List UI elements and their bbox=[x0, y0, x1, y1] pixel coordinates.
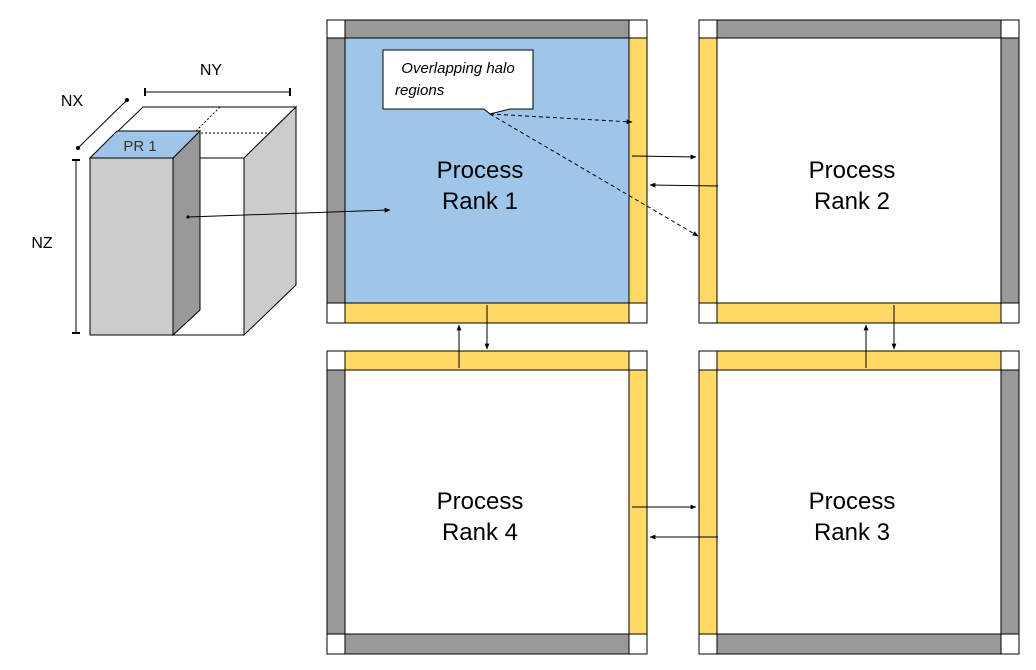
rank-4-block: Process Rank 4 bbox=[326, 350, 648, 655]
rank-4-corner bbox=[628, 350, 648, 371]
rank-1-halo-top bbox=[344, 19, 630, 39]
rank-2-label-line2: Rank 2 bbox=[814, 188, 890, 215]
rank-4-interior bbox=[344, 369, 630, 635]
rank-1-halo-right bbox=[628, 37, 648, 304]
pr1-column-side bbox=[172, 129, 201, 337]
nx-dimension-line bbox=[77, 99, 128, 149]
callout-line2: regions bbox=[395, 82, 445, 99]
rank-4-halo-left bbox=[326, 369, 346, 635]
callout-bubble bbox=[382, 49, 534, 115]
rank-2-halo-top bbox=[716, 19, 1002, 39]
rank-2-corner bbox=[1000, 19, 1020, 39]
exchange-arrow bbox=[631, 154, 697, 160]
rank-3-corner bbox=[698, 633, 718, 655]
cube-top-dashed-line bbox=[195, 106, 221, 132]
halo-callout: Overlapping halo regions bbox=[382, 49, 699, 237]
rank-3-corner bbox=[1000, 633, 1020, 655]
callout-pointer bbox=[489, 113, 699, 237]
rank-4-halo-right bbox=[628, 369, 648, 635]
rank-2-halo-left bbox=[698, 37, 718, 304]
exchange-arrow bbox=[649, 182, 719, 188]
nx-label: NX bbox=[61, 93, 84, 110]
rank-1-halo-left bbox=[326, 37, 346, 304]
rank-3-block: Process Rank 3 bbox=[698, 350, 1020, 655]
ny-label: NY bbox=[200, 62, 223, 79]
rank-1-corner bbox=[326, 19, 346, 39]
callout-pointer bbox=[489, 113, 633, 125]
domain-cube: PR 1 NY NX NZ bbox=[31, 62, 298, 337]
rank-3-halo-right bbox=[1000, 369, 1020, 635]
rank-3-corner bbox=[1000, 350, 1020, 371]
rank-4-corner bbox=[628, 633, 648, 655]
rank-2-label-line1: Process bbox=[809, 157, 896, 184]
rank-4-corner bbox=[326, 350, 346, 371]
rank-4-label-line2: Rank 4 bbox=[442, 519, 518, 546]
rank-4-label-line1: Process bbox=[437, 488, 524, 515]
rank-4-halo-bottom bbox=[344, 633, 630, 655]
pr1-to-rank1-arrow bbox=[186, 207, 391, 219]
nz-label: NZ bbox=[31, 235, 53, 252]
rank-3-halo-left bbox=[698, 369, 718, 635]
rank-2-corner bbox=[698, 302, 718, 324]
rank-3-halo-top bbox=[716, 350, 1002, 371]
rank-4-corner bbox=[326, 633, 346, 655]
rank-1-corner bbox=[628, 19, 648, 39]
rank-2-block: Process Rank 2 bbox=[698, 19, 1020, 324]
rank-1-corner bbox=[628, 302, 648, 324]
callout-line1: Overlapping halo bbox=[401, 60, 514, 77]
rank-1-corner bbox=[326, 302, 346, 324]
pr1-label: PR 1 bbox=[123, 138, 156, 155]
halo-exchange-arrows bbox=[456, 154, 897, 540]
rank-3-label-line1: Process bbox=[809, 488, 896, 515]
rank-1-label-line1: Process bbox=[437, 157, 524, 184]
rank-1-label-line2: Rank 1 bbox=[442, 188, 518, 215]
rank-3-corner bbox=[698, 350, 718, 371]
rank-2-corner bbox=[698, 19, 718, 39]
rank-4-halo-top bbox=[344, 350, 630, 371]
pr1-column-front bbox=[89, 157, 174, 336]
rank-3-halo-bottom bbox=[716, 633, 1002, 655]
pr1-top-face bbox=[88, 130, 202, 159]
rank-2-halo-bottom bbox=[716, 302, 1002, 324]
rank-2-corner bbox=[1000, 302, 1020, 324]
rank-2-halo-right bbox=[1000, 37, 1020, 304]
rank-3-label-line2: Rank 3 bbox=[814, 519, 890, 546]
